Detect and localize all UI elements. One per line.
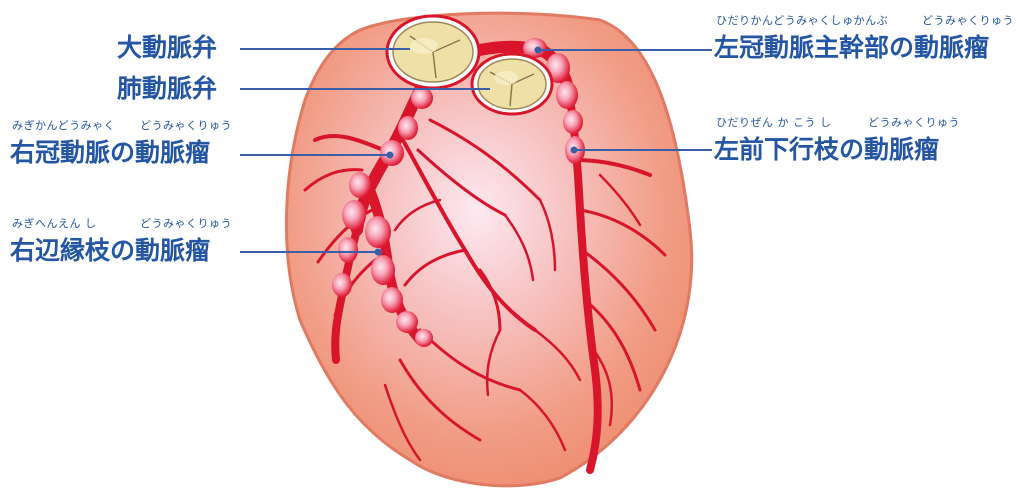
ruby-left-main-a: ひだりかんどうみゃくしゅかんぶ <box>716 15 888 27</box>
label-aortic-valve: 大動脈弁 <box>117 33 217 63</box>
label-pulmonary-valve: 肺動脈弁 <box>117 74 217 104</box>
label-right-coronary-aneurysm: 右冠動脈の動脈瘤 <box>10 138 210 168</box>
ruby-right-marginal-a: みぎへんえん し <box>12 218 97 230</box>
ruby-lad-b: どうみゃくりゅう <box>868 117 960 129</box>
ruby-lad-a: ひだりぜん か こう し <box>716 117 832 129</box>
pulmonary-valve <box>472 54 552 114</box>
ruby-right-coronary-a: みぎかんどうみゃく <box>12 120 115 132</box>
label-left-main-aneurysm: 左冠動脈主幹部の動脈瘤 <box>714 33 989 63</box>
label-lad-aneurysm: 左前下行枝の動脈瘤 <box>714 135 939 165</box>
label-right-marginal-aneurysm: 右辺縁枝の動脈瘤 <box>10 236 210 266</box>
ruby-right-marginal-b: どうみゃくりゅう <box>140 218 232 230</box>
ruby-left-main-b: どうみゃくりゅう <box>922 15 1014 27</box>
aortic-valve <box>387 16 479 88</box>
ruby-right-coronary-b: どうみゃくりゅう <box>140 120 232 132</box>
